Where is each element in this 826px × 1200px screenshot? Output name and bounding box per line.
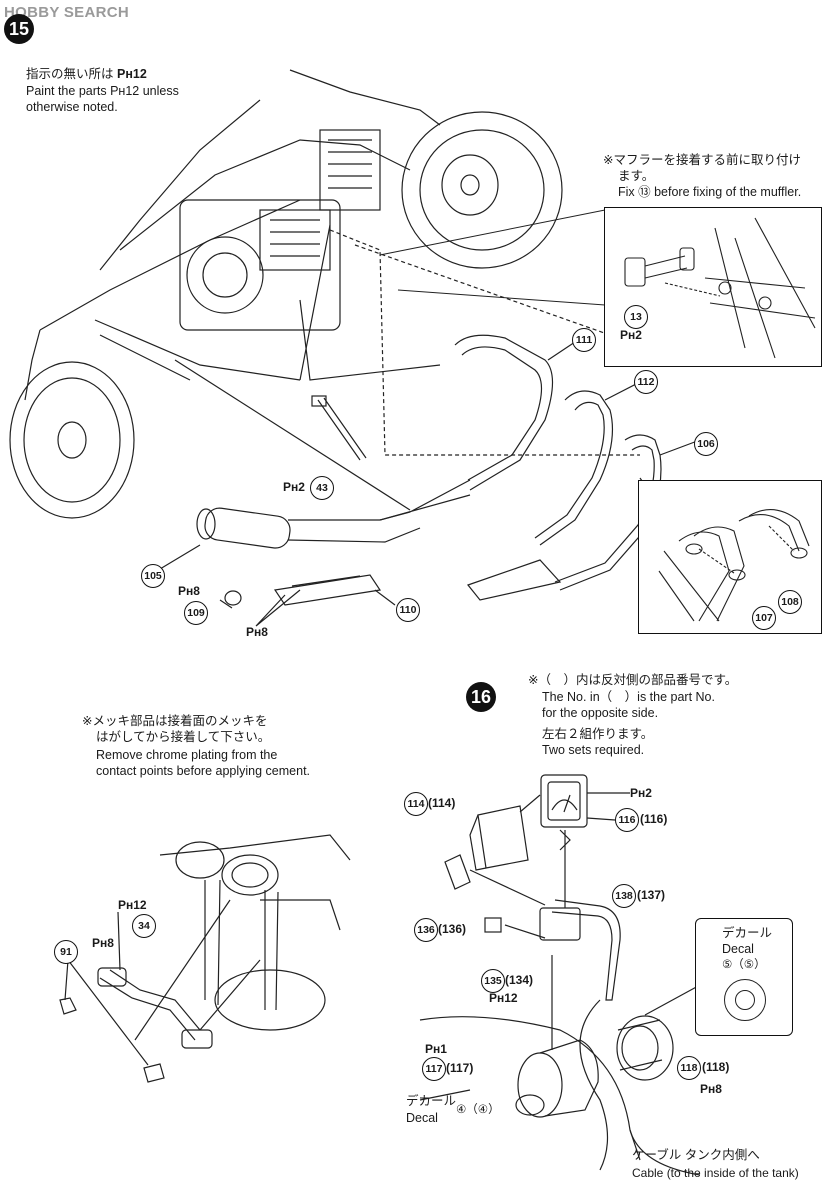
chrome-note-en-2: contact points before applying cement. [96, 764, 311, 778]
front-wheel-icon [401, 111, 563, 269]
part-110-label: 110 [396, 598, 420, 622]
part-117-opposite: (117) [446, 1061, 474, 1075]
decal-box-num: ⑤（⑤） [722, 959, 766, 971]
part-137-opposite: (137) [637, 888, 666, 902]
part-109-paint: Pʜ8 [178, 584, 200, 598]
rear-wheel-icon [9, 361, 135, 519]
part-116-opposite: (116) [640, 812, 668, 826]
part-108-label: 108 [778, 590, 802, 614]
paint-note-jp: 指示の無い所は Pʜ12 [26, 67, 147, 81]
paint-note-en-1: Paint the parts Pʜ12 unless [26, 84, 179, 98]
part-112-label: 112 [634, 370, 658, 394]
part-110-paint: Pʜ8 [246, 625, 268, 639]
part-118-opposite: (118) [702, 1060, 730, 1074]
part-109-label: 109 [184, 601, 208, 625]
part-135-paint: Pʜ12 [489, 991, 518, 1005]
chrome-note-jp-1: ※メッキ部品は接着面のメッキを [82, 714, 268, 728]
part-107-label: 107 [752, 606, 776, 630]
hobby-search-logo: HOBBY SEARCH [4, 4, 130, 21]
step16-note-jp-2: 左右２組作ります。 [542, 727, 654, 741]
decal-en: Decal [406, 1111, 438, 1125]
part-34-paint: Pʜ12 [118, 898, 147, 912]
step16-note-jp-1: ※（ ）内は反対側の部品番号です。 [528, 673, 738, 687]
part-135-label: 135 [481, 969, 505, 993]
detail-box-bracket [604, 207, 822, 367]
part-138-label: 138 [612, 884, 636, 908]
part-13-paint: Pʜ2 [620, 328, 642, 342]
decal-num: ④（④） [456, 1104, 500, 1116]
part-134-opposite: (134) [505, 973, 534, 987]
part-114-label: 114 [404, 792, 428, 816]
chrome-note-en-1: Remove chrome plating from the [96, 748, 278, 762]
part-43-paint: Pʜ2 [283, 480, 305, 494]
part-91-label: 91 [54, 940, 78, 964]
step-15-badge: 15 [4, 14, 34, 44]
part-116-paint: Pʜ2 [630, 786, 652, 800]
paint-note-en-2: otherwise noted. [26, 100, 118, 114]
part-106-label: 106 [694, 432, 718, 456]
part-118-label: 118 [677, 1056, 701, 1080]
part-91-paint: Pʜ8 [92, 936, 114, 950]
cable-note-en: Cable (to the inside of the tank) [632, 1166, 799, 1180]
decal-detail-box: デカール Decal ⑤（⑤） [695, 918, 793, 1036]
decal-box-en: Decal [722, 942, 754, 956]
muffler-note-en: Fix ⑬ before fixing of the muffler. [618, 185, 802, 199]
part-136-label: 136 [414, 918, 438, 942]
step-16-badge: 16 [466, 682, 496, 712]
part-136-opposite: (136) [438, 922, 467, 936]
step16-note-en-3: Two sets required. [542, 743, 645, 757]
part-114-opposite: (114) [428, 796, 456, 810]
muffler-note-jp-2: ます。 [618, 169, 655, 183]
decal-gauge-icon [724, 979, 766, 1021]
part-111-label: 111 [572, 328, 596, 352]
step16-note-en-1: The No. in（ ）is the part No. [542, 690, 715, 704]
decal-box-jp: デカール [722, 926, 773, 940]
cable-note-jp: ケーブル タンク内側へ [632, 1148, 760, 1162]
part-43-label: 43 [310, 476, 334, 500]
part-13-label: 13 [624, 305, 648, 329]
chrome-note-jp-2: はがしてから接着して下さい。 [96, 730, 271, 744]
part-105-label: 105 [141, 564, 165, 588]
part-34-label: 34 [132, 914, 156, 938]
muffler-note-jp-1: ※マフラーを接着する前に取り付け [603, 153, 801, 167]
decal-jp: デカール [406, 1094, 457, 1108]
step16-note-en-2: for the opposite side. [542, 706, 659, 720]
part-116-label: 116 [615, 808, 639, 832]
part-117-label: 117 [422, 1057, 446, 1081]
part-118-paint: Pʜ8 [700, 1082, 722, 1096]
part-117-paint: Pʜ1 [425, 1042, 447, 1056]
